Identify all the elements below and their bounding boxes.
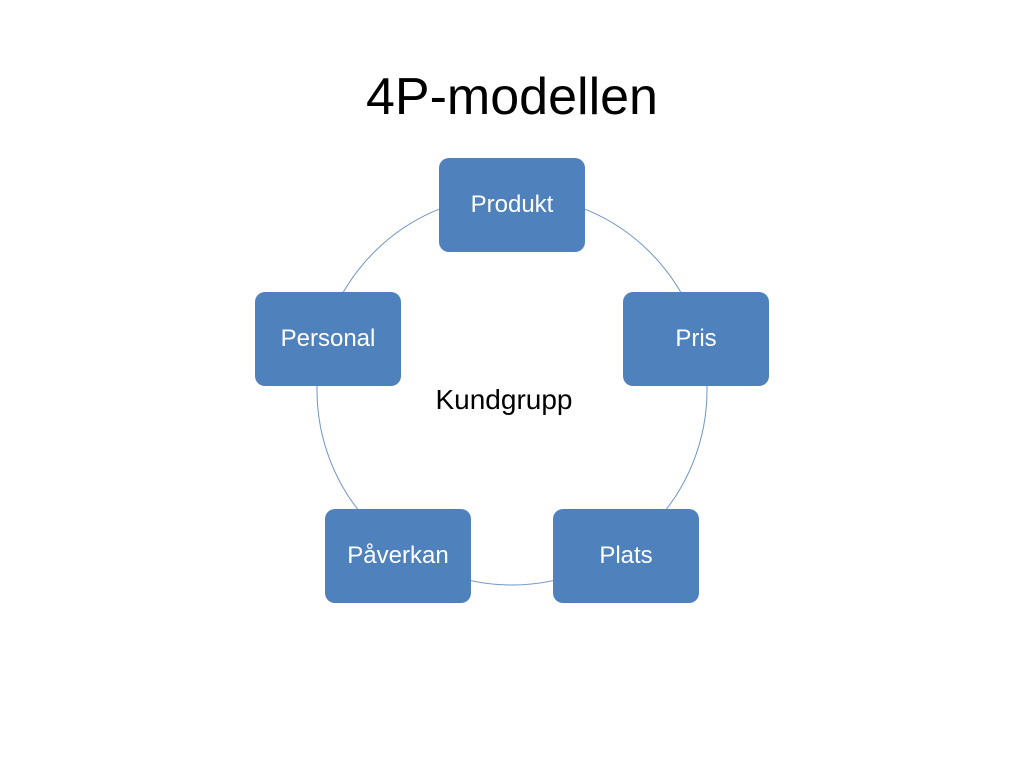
node-paverkan-label: Påverkan <box>347 542 449 569</box>
node-plats-label: Plats <box>599 542 653 569</box>
node-pris[interactable]: Pris <box>623 292 769 386</box>
node-personal[interactable]: Personal <box>255 292 401 386</box>
node-produkt[interactable]: Produkt <box>439 158 585 252</box>
node-produkt-label: Produkt <box>470 191 554 218</box>
node-plats[interactable]: Plats <box>553 509 699 603</box>
slide-title: 4P-modellen <box>366 68 658 126</box>
node-personal-label: Personal <box>280 325 376 352</box>
node-paverkan[interactable]: Påverkan <box>325 509 471 603</box>
center-label: Kundgrupp <box>435 384 573 415</box>
node-pris-label: Pris <box>675 325 717 352</box>
